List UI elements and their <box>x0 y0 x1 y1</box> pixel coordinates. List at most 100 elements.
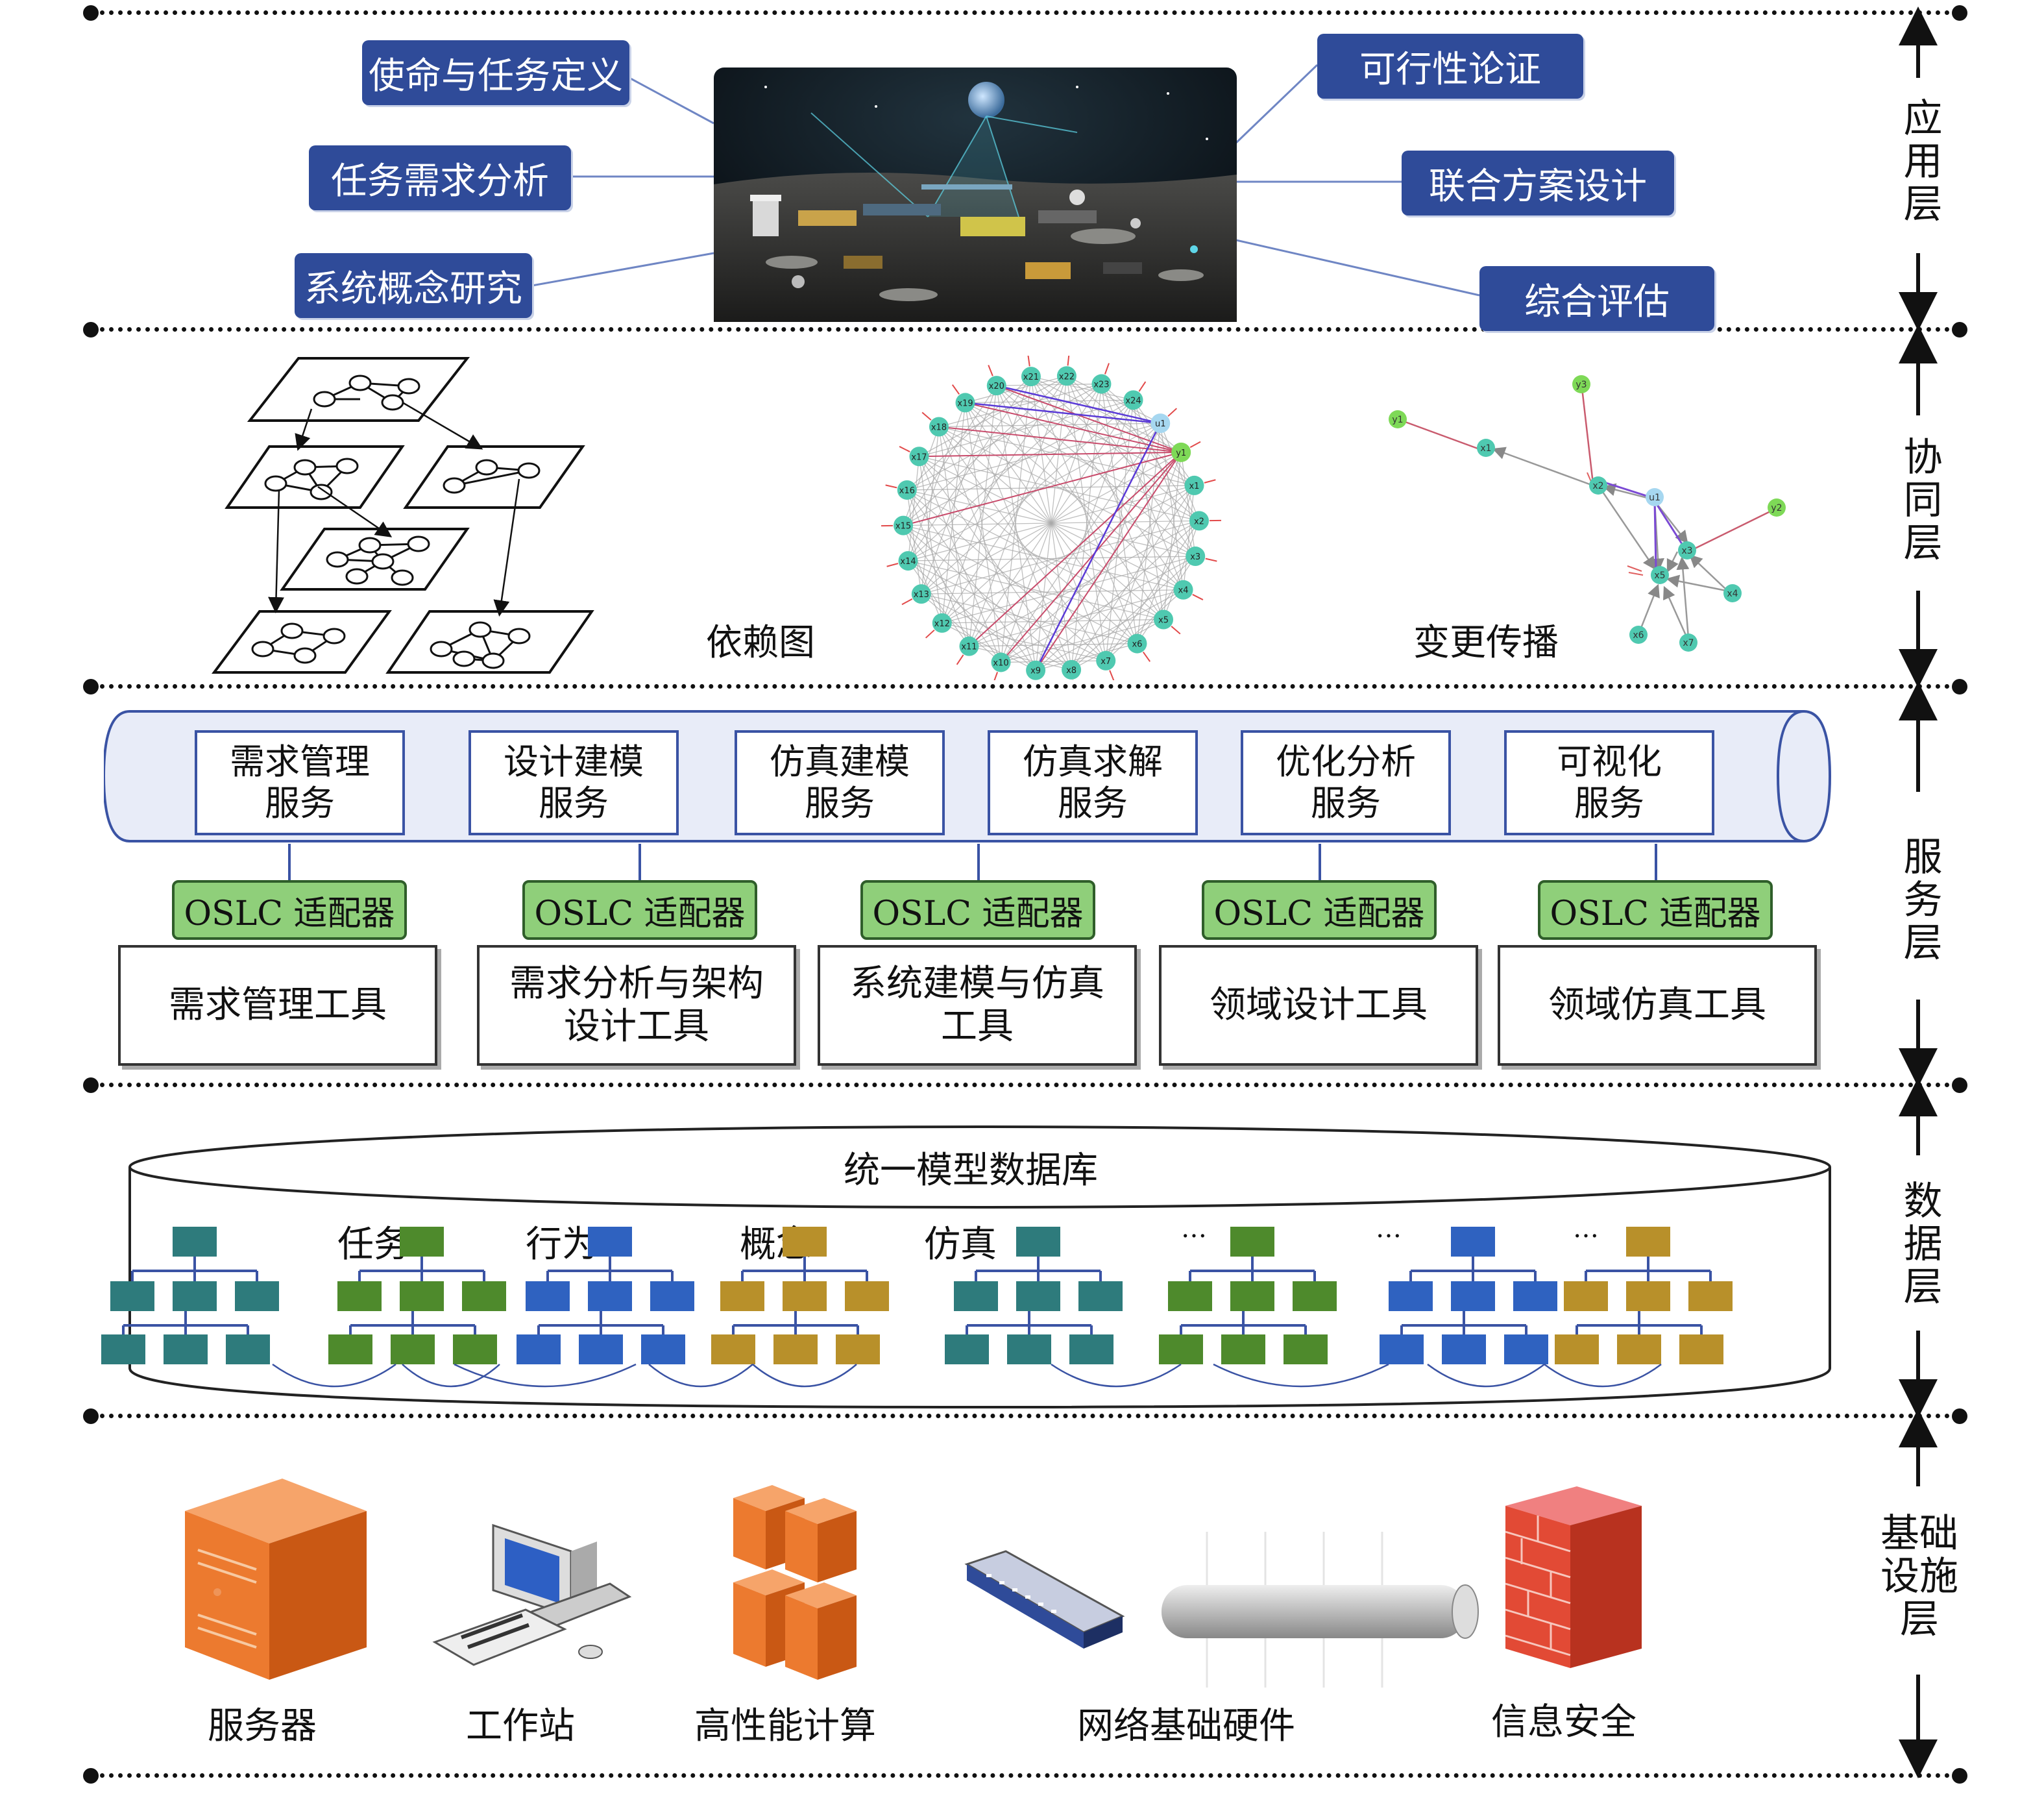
circular-graph-edge <box>1066 376 1106 661</box>
circular-graph-edge <box>964 402 1002 663</box>
circular-graph-edge <box>1071 485 1195 670</box>
firewall-icon <box>1505 1486 1642 1668</box>
circular-graph-edge <box>942 556 1196 624</box>
circular-graph-edge <box>938 426 1036 670</box>
circular-graph-node-label: x12 <box>934 619 950 629</box>
circular-graph-edge <box>906 489 970 646</box>
tree-mid-node <box>400 1281 444 1311</box>
network-cable-icon <box>1162 1532 1479 1688</box>
circular-graph-node <box>1150 413 1171 434</box>
tag-feasibility: 可行性论证 <box>1317 34 1583 99</box>
tree-root-node <box>1626 1227 1670 1257</box>
circular-graph-node-label: x22 <box>1059 372 1075 382</box>
tool-box-3: 领域设计工具 <box>1159 945 1478 1066</box>
circular-graph-node <box>932 613 952 633</box>
service-box-5: 可视化服务 <box>1504 730 1714 835</box>
tool-line-1: 需求分析与架构 <box>509 963 764 1005</box>
tree-mid-node <box>1513 1281 1557 1311</box>
tool-line-1: 领域仿真工具 <box>1548 984 1766 1026</box>
circular-graph-node <box>1184 475 1204 495</box>
circular-graph-edge <box>1071 384 1102 670</box>
circular-graph-node-label: x5 <box>1158 615 1169 625</box>
circular-graph-edge <box>908 560 1036 671</box>
circular-graph-edge <box>903 524 1184 591</box>
circular-graph-red-edge <box>1000 452 1182 663</box>
circular-graph-edge <box>1030 376 1138 644</box>
db-category-behavior: 行为 <box>526 1223 598 1266</box>
change-propagation-graph: y1 x1 y3 x2 u1 y2 x3 x5 x4 x6 x7 <box>1389 375 1786 652</box>
tag-mission-definition: 使命与任务定义 <box>362 40 629 105</box>
tool-line-1: 领域设计工具 <box>1210 984 1428 1026</box>
tree-root-node <box>1451 1227 1495 1257</box>
circular-graph-edge <box>938 426 1106 661</box>
circular-graph-node <box>897 480 917 500</box>
circular-graph-node-label: u1 <box>1155 419 1166 429</box>
tree-leaf-node <box>1284 1334 1328 1364</box>
database-title: 统一模型数据库 <box>844 1149 1098 1192</box>
tree-leaf-node <box>773 1334 818 1364</box>
label-hpc: 高性能计算 <box>694 1705 876 1747</box>
tree-root-node <box>173 1227 217 1257</box>
tree-root-node <box>400 1227 444 1257</box>
circular-graph-node-label: x4 <box>1178 586 1189 596</box>
tree-leaf-node <box>1679 1334 1723 1364</box>
circular-graph-edge <box>921 385 997 595</box>
tree-leaf-node <box>1007 1334 1051 1364</box>
circular-graph-edge <box>918 456 1072 670</box>
circular-graph-red-edge <box>903 451 1182 526</box>
circular-graph-input-tick <box>1067 356 1070 366</box>
circular-graph-red-edge <box>1035 452 1182 671</box>
tree-mid-node <box>588 1281 632 1311</box>
tree-mid-node <box>783 1281 827 1311</box>
circular-graph-edge <box>968 386 997 646</box>
circular-graph-edge <box>1001 556 1196 663</box>
tree-leaf-node <box>391 1334 435 1364</box>
tree-leaf-node <box>164 1334 208 1364</box>
circular-graph-input-tick <box>1109 670 1115 680</box>
circular-graph-edge <box>938 426 1164 620</box>
tree-mid-node <box>526 1281 570 1311</box>
circular-graph-edge <box>919 375 1067 457</box>
service-box-3: 仿真求解服务 <box>988 730 1198 835</box>
separator-4 <box>83 1077 1967 1093</box>
network-switch-icon <box>964 1550 1125 1649</box>
tree-leaf-node <box>1555 1334 1599 1364</box>
tag-evaluation: 综合评估 <box>1479 266 1714 331</box>
circular-graph-node <box>911 584 931 604</box>
circular-graph-edge <box>938 426 1195 486</box>
oslc-adapter-3: OSLC 适配器 <box>1202 880 1437 940</box>
circular-graph-input-tick <box>921 412 932 421</box>
circular-graph-node <box>1026 660 1046 680</box>
tool-box-2: 系统建模与仿真工具 <box>818 945 1137 1066</box>
circular-graph-edge <box>938 423 1161 428</box>
circular-graph-edge <box>996 385 1196 557</box>
tree-leaf-node <box>711 1334 755 1364</box>
circular-graph-edge <box>906 489 1106 661</box>
tree-mid-node <box>337 1281 382 1311</box>
circular-graph-node-label: x18 <box>931 423 947 433</box>
prop-node-y2: y2 <box>1771 503 1782 513</box>
tree-leaf-node <box>1380 1334 1424 1364</box>
circular-graph-node <box>1096 650 1116 670</box>
circular-graph-input-tick <box>1189 441 1201 448</box>
service-line-1: 仿真建模 <box>770 741 910 782</box>
tree-link-arc <box>1544 1364 1662 1388</box>
tool-box-0: 需求管理工具 <box>118 945 437 1066</box>
circular-graph-edge <box>921 375 1067 595</box>
circular-graph-node <box>929 417 949 437</box>
tree-leaf-node <box>1159 1334 1203 1364</box>
circular-graph-node <box>898 551 918 571</box>
tool-box-4: 领域仿真工具 <box>1498 945 1817 1066</box>
circular-graph-edge <box>965 402 1200 521</box>
tree-mid-node <box>1564 1281 1608 1311</box>
tree-link-arc <box>648 1364 753 1388</box>
circular-graph-node-label: x6 <box>1132 640 1142 650</box>
circular-graph-node <box>955 393 975 413</box>
label-security: 信息安全 <box>1491 1701 1636 1743</box>
circular-graph-edge <box>938 426 970 646</box>
db-ellipsis-2: … <box>1376 1214 1402 1244</box>
circular-graph-edge <box>908 556 1196 561</box>
circular-graph-node <box>1021 367 1041 387</box>
service-line-2: 服务 <box>1311 783 1381 824</box>
circular-graph-edge <box>921 399 1134 595</box>
